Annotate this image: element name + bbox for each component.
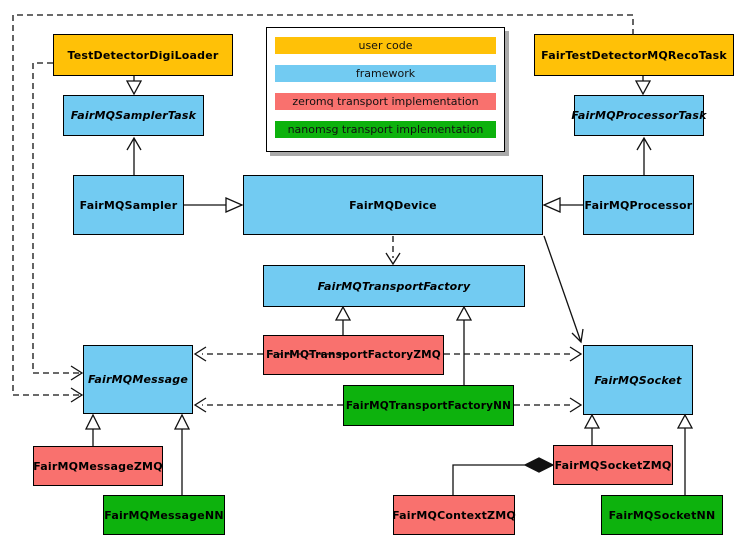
node-fairmqcontextzmq: FairMQContextZMQ — [392, 495, 516, 535]
node-fairmqmessage: FairMQMessage — [83, 345, 193, 414]
composition-contextzmq-to-socketzmq — [452, 457, 555, 495]
dependency-transportfactorynn-to-socket — [514, 397, 583, 413]
inheritance-processor-to-device — [542, 197, 583, 213]
legend-item-user-code: user code — [275, 37, 496, 54]
legend-item-nanomsg: nanomsg transport implementation — [275, 121, 496, 138]
dependency-transportfactorynn-to-message — [193, 397, 343, 413]
inheritance-messagenn-to-message — [173, 413, 191, 495]
node-fairmqtransportfactorynn: FairMQTransportFactoryNN — [343, 385, 514, 426]
node-fairtestdetectormqrecotask: FairTestDetectorMQRecoTask — [534, 34, 734, 76]
legend-item-framework: framework — [275, 65, 496, 82]
legend-item-zeromq: zeromq transport implementation — [275, 93, 496, 110]
dependency-device-to-transportfactory — [385, 236, 401, 266]
node-fairmqprocessor: FairMQProcessor — [583, 175, 694, 235]
node-fairmqsamplertask: FairMQSamplerTask — [63, 95, 204, 136]
node-fairmqdevice: FairMQDevice — [243, 175, 543, 235]
node-fairmqsocket: FairMQSocket — [583, 345, 693, 415]
node-testdetectordigiloader: TestDetectorDigiLoader — [53, 34, 233, 76]
inheritance-transportfactorynn-to-transportfactory — [455, 305, 473, 385]
node-fairmqmessagezmq: FairMQMessageZMQ — [33, 446, 163, 486]
association-device-to-socket — [543, 235, 584, 344]
association-processor-to-processortask — [636, 136, 652, 175]
inheritance-digiloader-to-samplertask — [125, 76, 143, 96]
inheritance-socketzmq-to-socket — [583, 413, 601, 445]
node-fairmqtransportfactory: FairMQTransportFactory — [263, 265, 525, 307]
node-fairmqtransportfactoryzmq: FairMQTransportFactoryZMQ — [263, 335, 444, 375]
inheritance-transportfactoryzmq-to-transportfactory — [334, 305, 352, 335]
node-fairmqsocketzmq: FairMQSocketZMQ — [553, 445, 673, 485]
dependency-transportfactoryzmq-to-socket — [444, 346, 583, 362]
inheritance-messagezmq-to-message — [84, 413, 102, 446]
node-fairmqsampler: FairMQSampler — [73, 175, 184, 235]
association-sampler-to-samplertask — [126, 136, 142, 175]
node-fairmqsocketnn: FairMQSocketNN — [601, 495, 723, 535]
node-fairmqmessagenn: FairMQMessageNN — [103, 495, 225, 535]
inheritance-sampler-to-device — [184, 197, 244, 213]
inheritance-socketnn-to-socket — [676, 413, 694, 495]
inheritance-recotask-to-processortask — [634, 76, 652, 96]
node-fairmqprocessortask: FairMQProcessorTask — [571, 95, 706, 136]
legend-panel: user code framework zeromq transport imp… — [266, 27, 505, 152]
